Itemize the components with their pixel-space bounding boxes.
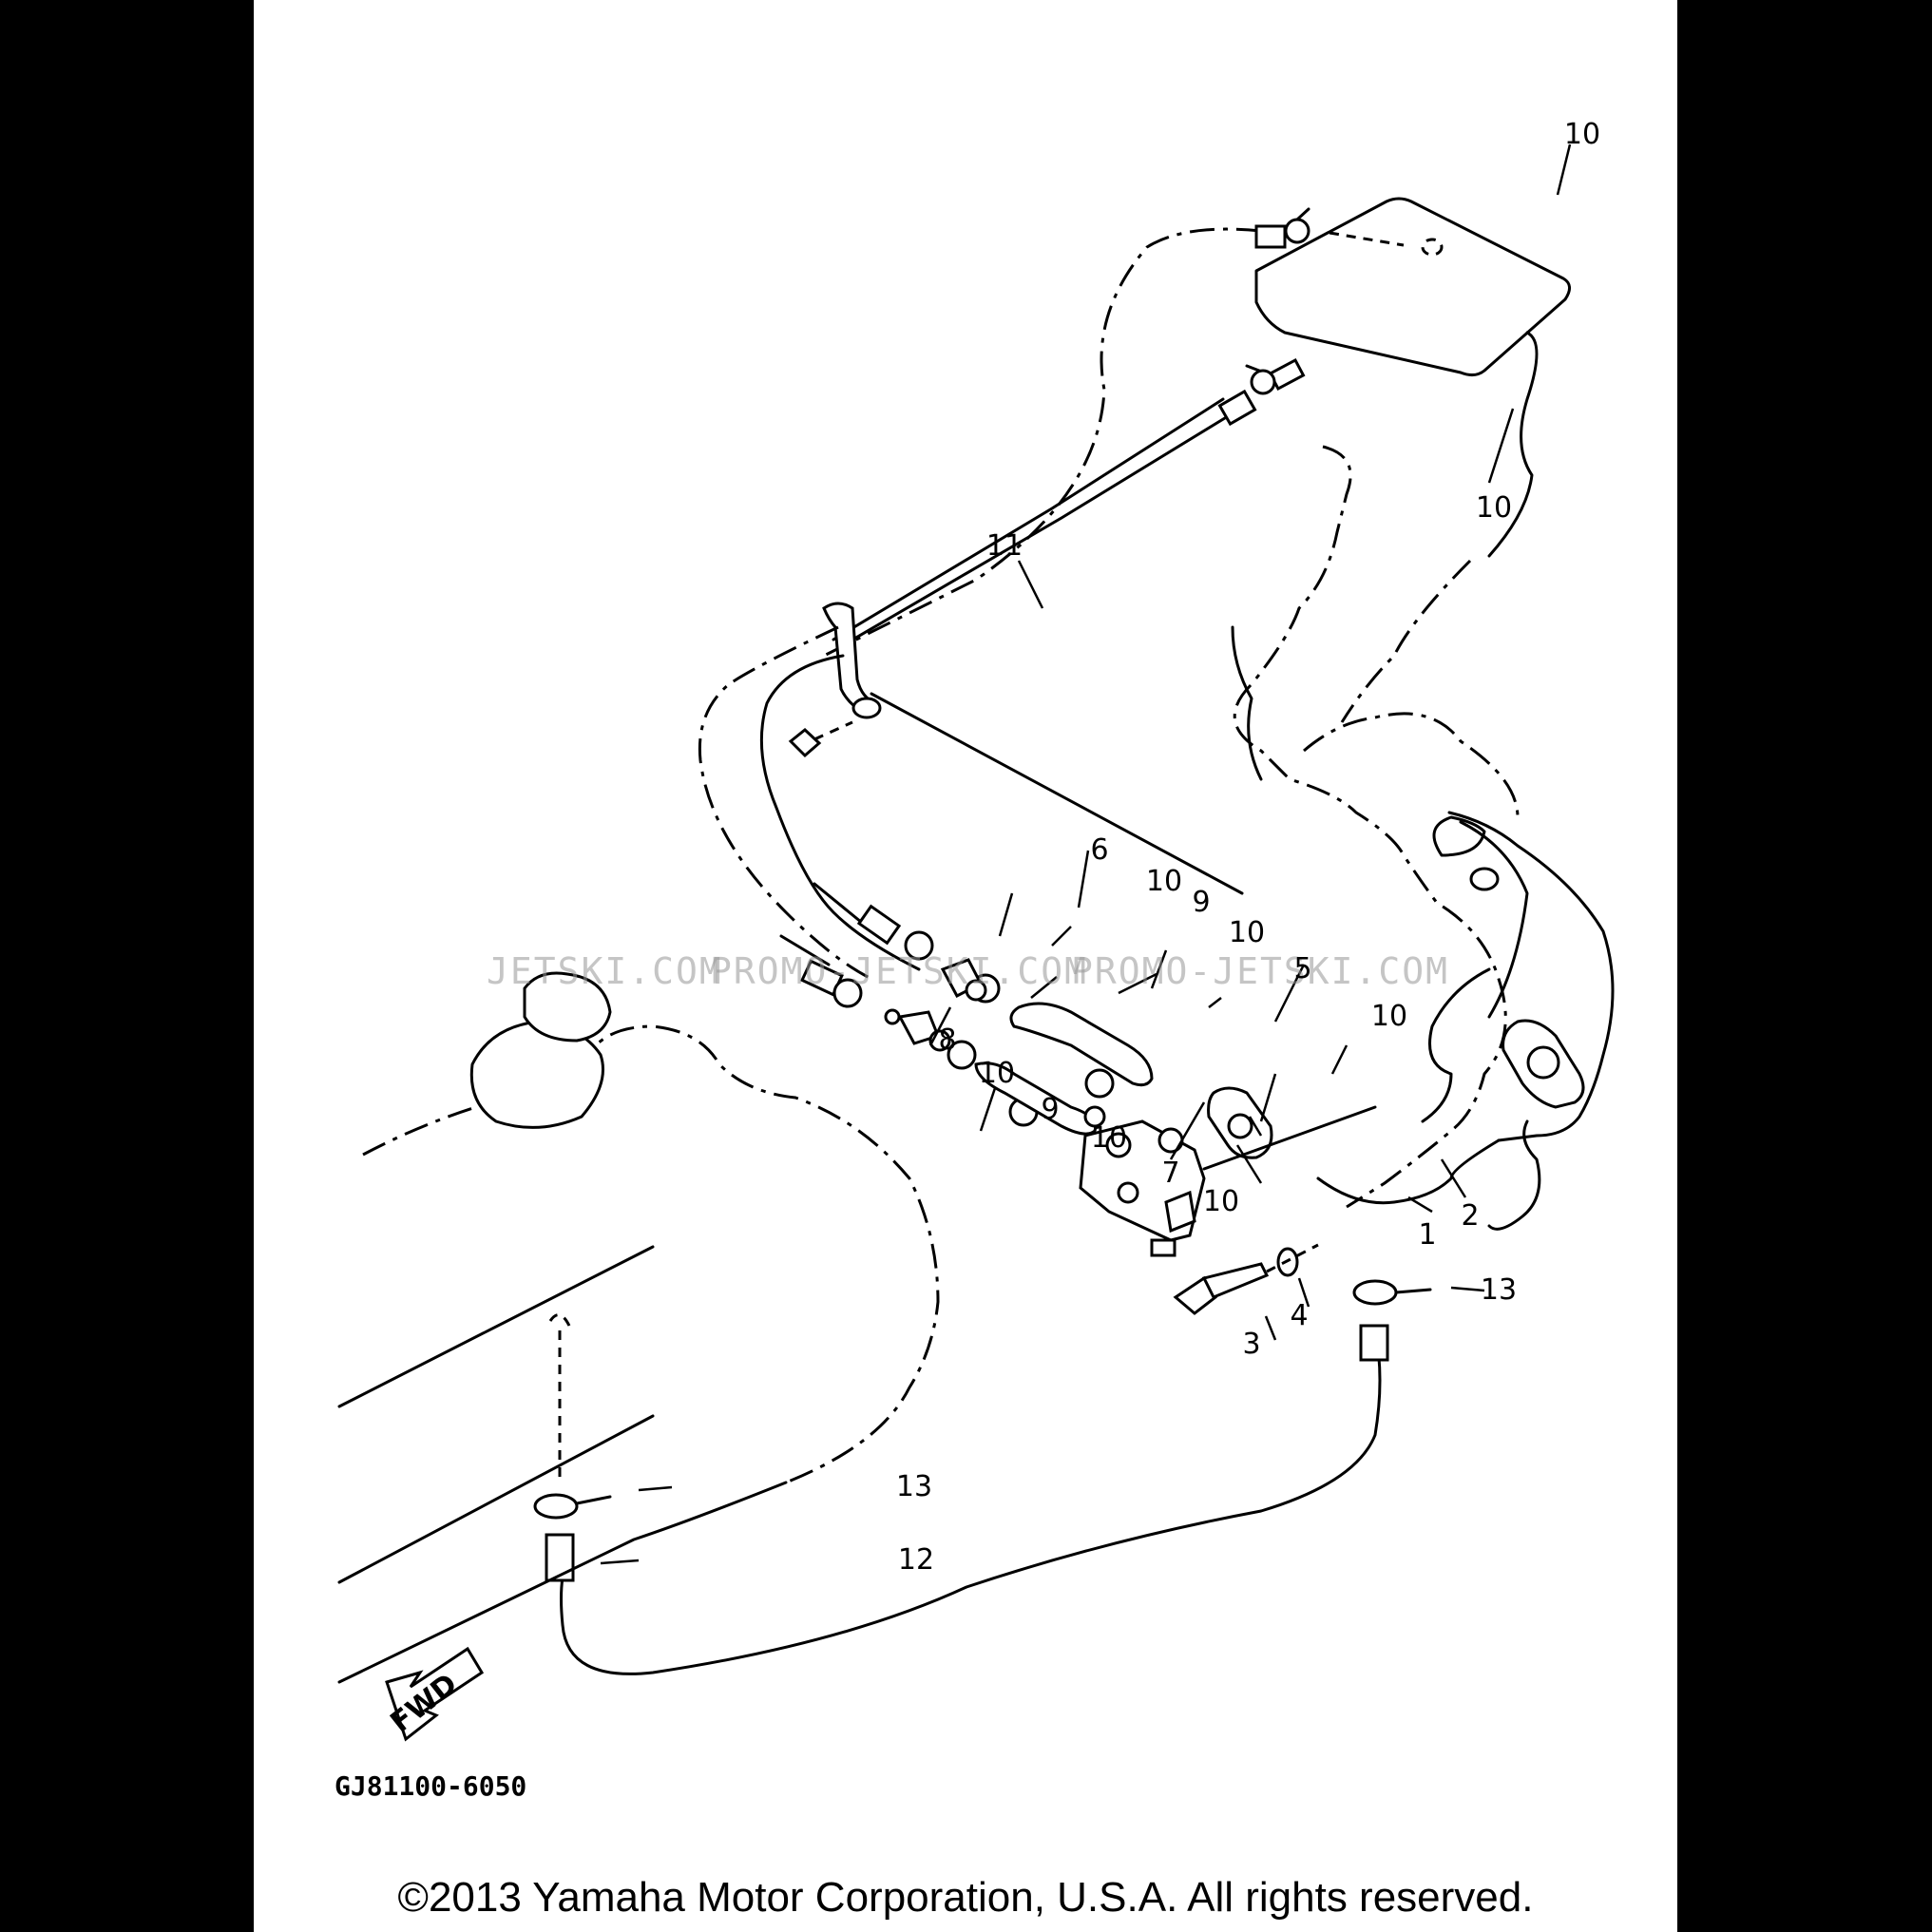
upper-hose-inner	[836, 411, 1234, 650]
upper-hose-outer	[823, 227, 1262, 658]
callout-2: 2	[1461, 1199, 1480, 1233]
return-hose-loop	[698, 625, 872, 981]
callout-10-top: 10	[1563, 118, 1601, 151]
drain-hose	[560, 1329, 1382, 1675]
callout-10-a: 10	[1145, 865, 1183, 898]
hose-8	[779, 934, 831, 966]
callout-9-lower: 9	[1041, 1093, 1060, 1126]
callout-10-upper-right: 10	[1475, 491, 1513, 525]
hose-6	[813, 882, 869, 928]
callout-6: 6	[1090, 833, 1109, 867]
engine-outline	[1233, 445, 1507, 1209]
callout-12: 12	[897, 1543, 935, 1577]
callout-13-left: 13	[895, 1470, 933, 1503]
callout-3: 3	[1242, 1328, 1261, 1361]
callout-4: 4	[1290, 1299, 1309, 1332]
hose-7	[974, 1062, 1098, 1136]
diagram-sheet: JETSKI.COM PROMO-JETSKI.COM PROMO-JETSKI…	[254, 0, 1677, 1932]
callout-7: 7	[1161, 1157, 1180, 1190]
callout-10-f: 10	[1202, 1185, 1240, 1218]
callout-10-c: 10	[1370, 1000, 1408, 1033]
callout-9-upper: 9	[1192, 886, 1211, 919]
forward-arrow-icon	[385, 1646, 485, 1742]
fuel-tank	[362, 1024, 940, 1484]
top-reservoir	[1254, 197, 1571, 377]
watermark-3: PROMO-JETSKI.COM	[1071, 950, 1450, 992]
watermark-1: JETSKI.COM	[487, 950, 723, 992]
callout-5: 5	[1293, 952, 1312, 985]
drawing-code: GJ81100-6050	[335, 1770, 527, 1802]
watermark-2: PROMO-JETSKI.COM	[710, 950, 1089, 992]
callout-13-right: 13	[1480, 1273, 1518, 1307]
tank-cap	[469, 1020, 604, 1129]
callout-8: 8	[938, 1023, 957, 1057]
fuel-system-drawing	[337, 143, 1615, 1742]
copyright-notice: ©2013 Yamaha Motor Corporation, U.S.A. A…	[397, 1874, 1534, 1921]
callout-10-d: 10	[978, 1057, 1016, 1090]
callout-11: 11	[985, 529, 1023, 563]
hose-5	[1009, 1002, 1154, 1087]
callout-1: 1	[1418, 1218, 1437, 1252]
callout-10-b: 10	[1228, 916, 1266, 949]
callout-10-e: 10	[1090, 1121, 1128, 1155]
